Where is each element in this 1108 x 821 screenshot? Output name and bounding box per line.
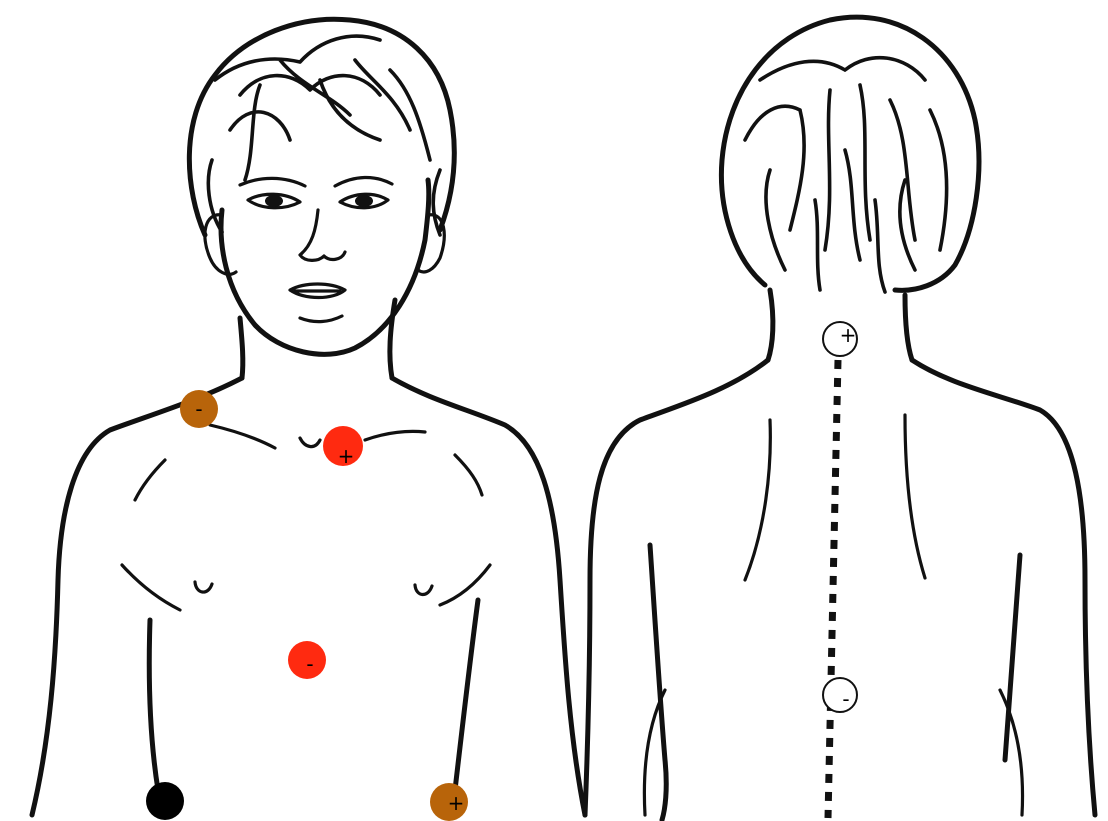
electrode-sign: - [306, 652, 313, 676]
front-pec-right [440, 565, 490, 605]
electrode-front-right-shoulder[interactable]: - [180, 390, 218, 428]
front-jugular-notch [300, 438, 320, 447]
front-pupil-right [355, 195, 373, 207]
back-neck-right [905, 295, 912, 360]
front-face [221, 180, 429, 354]
front-deltoid-right [455, 455, 482, 495]
front-eyebrow-left [240, 178, 305, 186]
front-hair [189, 19, 454, 235]
electrode-sign: + [448, 791, 465, 815]
front-eyebrow-right [335, 177, 392, 186]
front-nose [300, 210, 345, 260]
back-neck-left [768, 290, 773, 360]
back-scapula-left [745, 420, 770, 580]
front-left-shoulder-arm [32, 378, 242, 815]
electrode-front-lower-sternum[interactable]: - [288, 641, 326, 679]
front-nipple-right [415, 585, 432, 595]
electrode-back-neck[interactable]: + [823, 322, 857, 356]
back-scapula-right [905, 415, 925, 578]
back-hair-strands [745, 58, 947, 292]
front-clavicle-left [210, 425, 275, 448]
electrode-sign: - [195, 397, 202, 421]
front-mouth [290, 284, 345, 298]
front-chin [300, 316, 342, 322]
front-hair-strands [208, 36, 440, 235]
electrode-front-lower-left[interactable]: + [430, 783, 468, 821]
front-neck-left [240, 318, 243, 378]
front-torso-right [455, 600, 478, 790]
electrode-front-upper-sternum[interactable]: + [323, 426, 363, 468]
electrode-sign: - [842, 687, 849, 711]
back-left-shoulder-arm [585, 360, 768, 815]
front-figure [32, 19, 585, 815]
back-spine-line [828, 360, 838, 818]
front-deltoid-left [135, 460, 165, 500]
front-nipple-left [195, 582, 212, 592]
back-side-right [1005, 555, 1020, 760]
back-side-left [650, 545, 666, 820]
electrode-front-lower-right[interactable] [146, 782, 184, 820]
front-right-shoulder-arm [392, 378, 585, 815]
front-pupil-left [265, 195, 283, 207]
electrode-back-spine[interactable]: - [823, 678, 857, 712]
electrode-sign: + [338, 444, 355, 468]
front-clavicle-right [365, 431, 425, 440]
electrode-sign: + [840, 323, 857, 347]
front-pec-left [122, 565, 180, 610]
front-neck-right [390, 300, 395, 378]
front-torso-left [149, 620, 158, 790]
